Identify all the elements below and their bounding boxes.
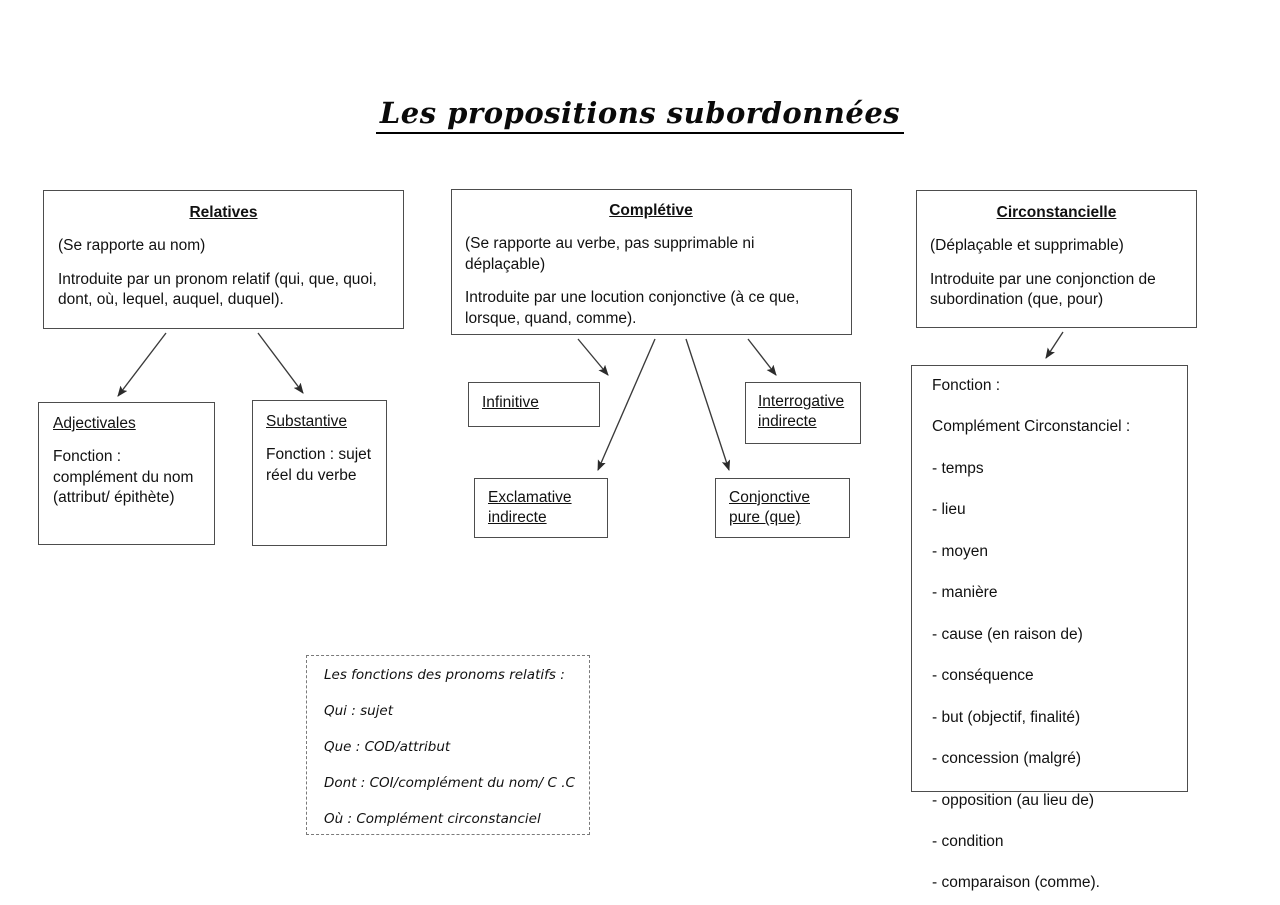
box-relatives-line2: Introduite par un pronom relatif (qui, q… [58,270,377,309]
fonction-list-item: - condition [932,832,1004,850]
box-circonstancielle: Circonstancielle (Déplaçable et supprima… [916,190,1197,328]
box-fonction-complement-circonstanciel: Fonction : Complément Circonstanciel : -… [911,365,1188,891]
box-interrogative-indirecte-line2: indirecte [758,413,817,431]
relatives-to-substantive [257,332,304,394]
box-exclamative-indirecte-line2: indirecte [488,509,547,527]
box-exclamative-indirecte: Exclamative indirecte [474,478,608,538]
completive-to-interrogative [747,338,777,376]
fonction-list-item: - concession (malgré) [932,750,1082,768]
box-relatives-heading: Relatives [189,204,258,221]
box-interrogative-indirecte: Interrogative indirecte [745,382,861,444]
box-fonction-line1: Fonction : [932,377,1001,394]
box-completive-heading: Complétive [609,202,693,219]
fonction-item-list: - temps - lieu - moyen - manière - cause (en… [932,459,1187,894]
note-line: Les fonctions des pronoms relatifs : [324,667,565,683]
box-conjonctive-pure-line1: Conjonctive [729,489,810,506]
box-fonction-line2: Complément Circonstanciel : [932,418,1131,436]
relatives-to-adjectivales [117,332,167,397]
page-title: Les propositions subordonnées [0,96,1280,134]
fonction-list-item: - but (objectif, finalité) [932,708,1081,726]
fonction-list-item: - comparaison (comme). [932,874,1100,892]
box-substantive-body: Fonction : sujet réel du verbe [266,446,372,484]
fonction-list-item: - lieu [932,501,966,519]
box-conjonctive-pure: Conjonctive pure (que) [715,478,850,538]
box-adjectivales: Adjectivales Fonction : complément du no… [38,402,215,545]
box-infinitive: Infinitive [468,382,600,427]
box-adjectivales-body: Fonction : complément du nom (attribut/ … [53,448,194,507]
page-title-text: Les propositions subordonnées [375,96,905,134]
fonction-list-item: - cause (en raison de) [932,625,1083,643]
box-conjonctive-pure-line2: pure (que) [729,509,801,527]
fonction-list-item: - opposition (au lieu de) [932,791,1094,809]
fonction-list-item: - temps [932,459,984,477]
note-line: Que : COD/attribut [324,739,451,755]
box-adjectivales-heading: Adjectivales [53,415,136,432]
note-box-pronoms-relatifs: Les fonctions des pronoms relatifs : Qui … [306,655,590,835]
note-line: Où : Complément circonstanciel [324,811,541,827]
completive-to-infinitive [577,338,609,376]
box-infinitive-heading: Infinitive [482,394,539,411]
completive-to-conjonctive [685,338,731,472]
box-relatives-line1: (Se rapporte au nom) [58,237,206,255]
fonction-list-item: - manière [932,584,998,602]
box-completive-line2: Introduite par une locution conjonctive … [465,289,800,327]
circonstancielle-to-fonction [1045,331,1064,359]
box-substantive: Substantive Fonction : sujet réel du ver… [252,400,387,546]
box-completive-line1: (Se rapporte au verbe, pas supprimable n… [465,235,755,273]
box-interrogative-indirecte-line1: Interrogative [758,393,845,410]
box-substantive-heading: Substantive [266,413,347,430]
fonction-list-item: - moyen [932,542,988,560]
box-exclamative-indirecte-line1: Exclamative [488,489,572,506]
box-circonstancielle-line1: (Déplaçable et supprimable) [930,237,1124,255]
fonction-list-item: - conséquence [932,667,1034,685]
note-line: Qui : sujet [324,703,394,719]
completive-to-exclamative [597,338,656,471]
box-circonstancielle-heading: Circonstancielle [996,204,1117,221]
box-completive: Complétive (Se rapporte au verbe, pas su… [451,189,852,335]
note-line: Dont : COI/complément du nom/ C .C [324,775,575,791]
box-relatives: Relatives (Se rapporte au nom) Introduit… [43,190,404,329]
box-circonstancielle-line2: Introduite par une conjonction de subord… [930,270,1156,309]
